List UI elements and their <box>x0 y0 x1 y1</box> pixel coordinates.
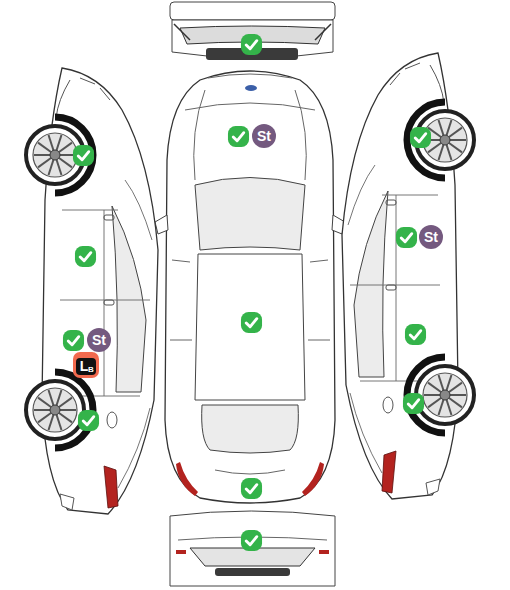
status-badge: St <box>252 124 276 148</box>
front-view <box>170 2 335 60</box>
top-view <box>155 71 345 503</box>
left-side-view <box>26 68 158 514</box>
check-marks <box>63 34 431 551</box>
rear-view <box>170 511 335 586</box>
badge-letter: B <box>88 366 94 374</box>
status-badge: St <box>419 225 443 249</box>
lb-badge <box>73 352 99 378</box>
badge-letter: L <box>80 359 89 373</box>
status-badge: St <box>87 328 111 352</box>
right-side-view <box>342 53 474 499</box>
